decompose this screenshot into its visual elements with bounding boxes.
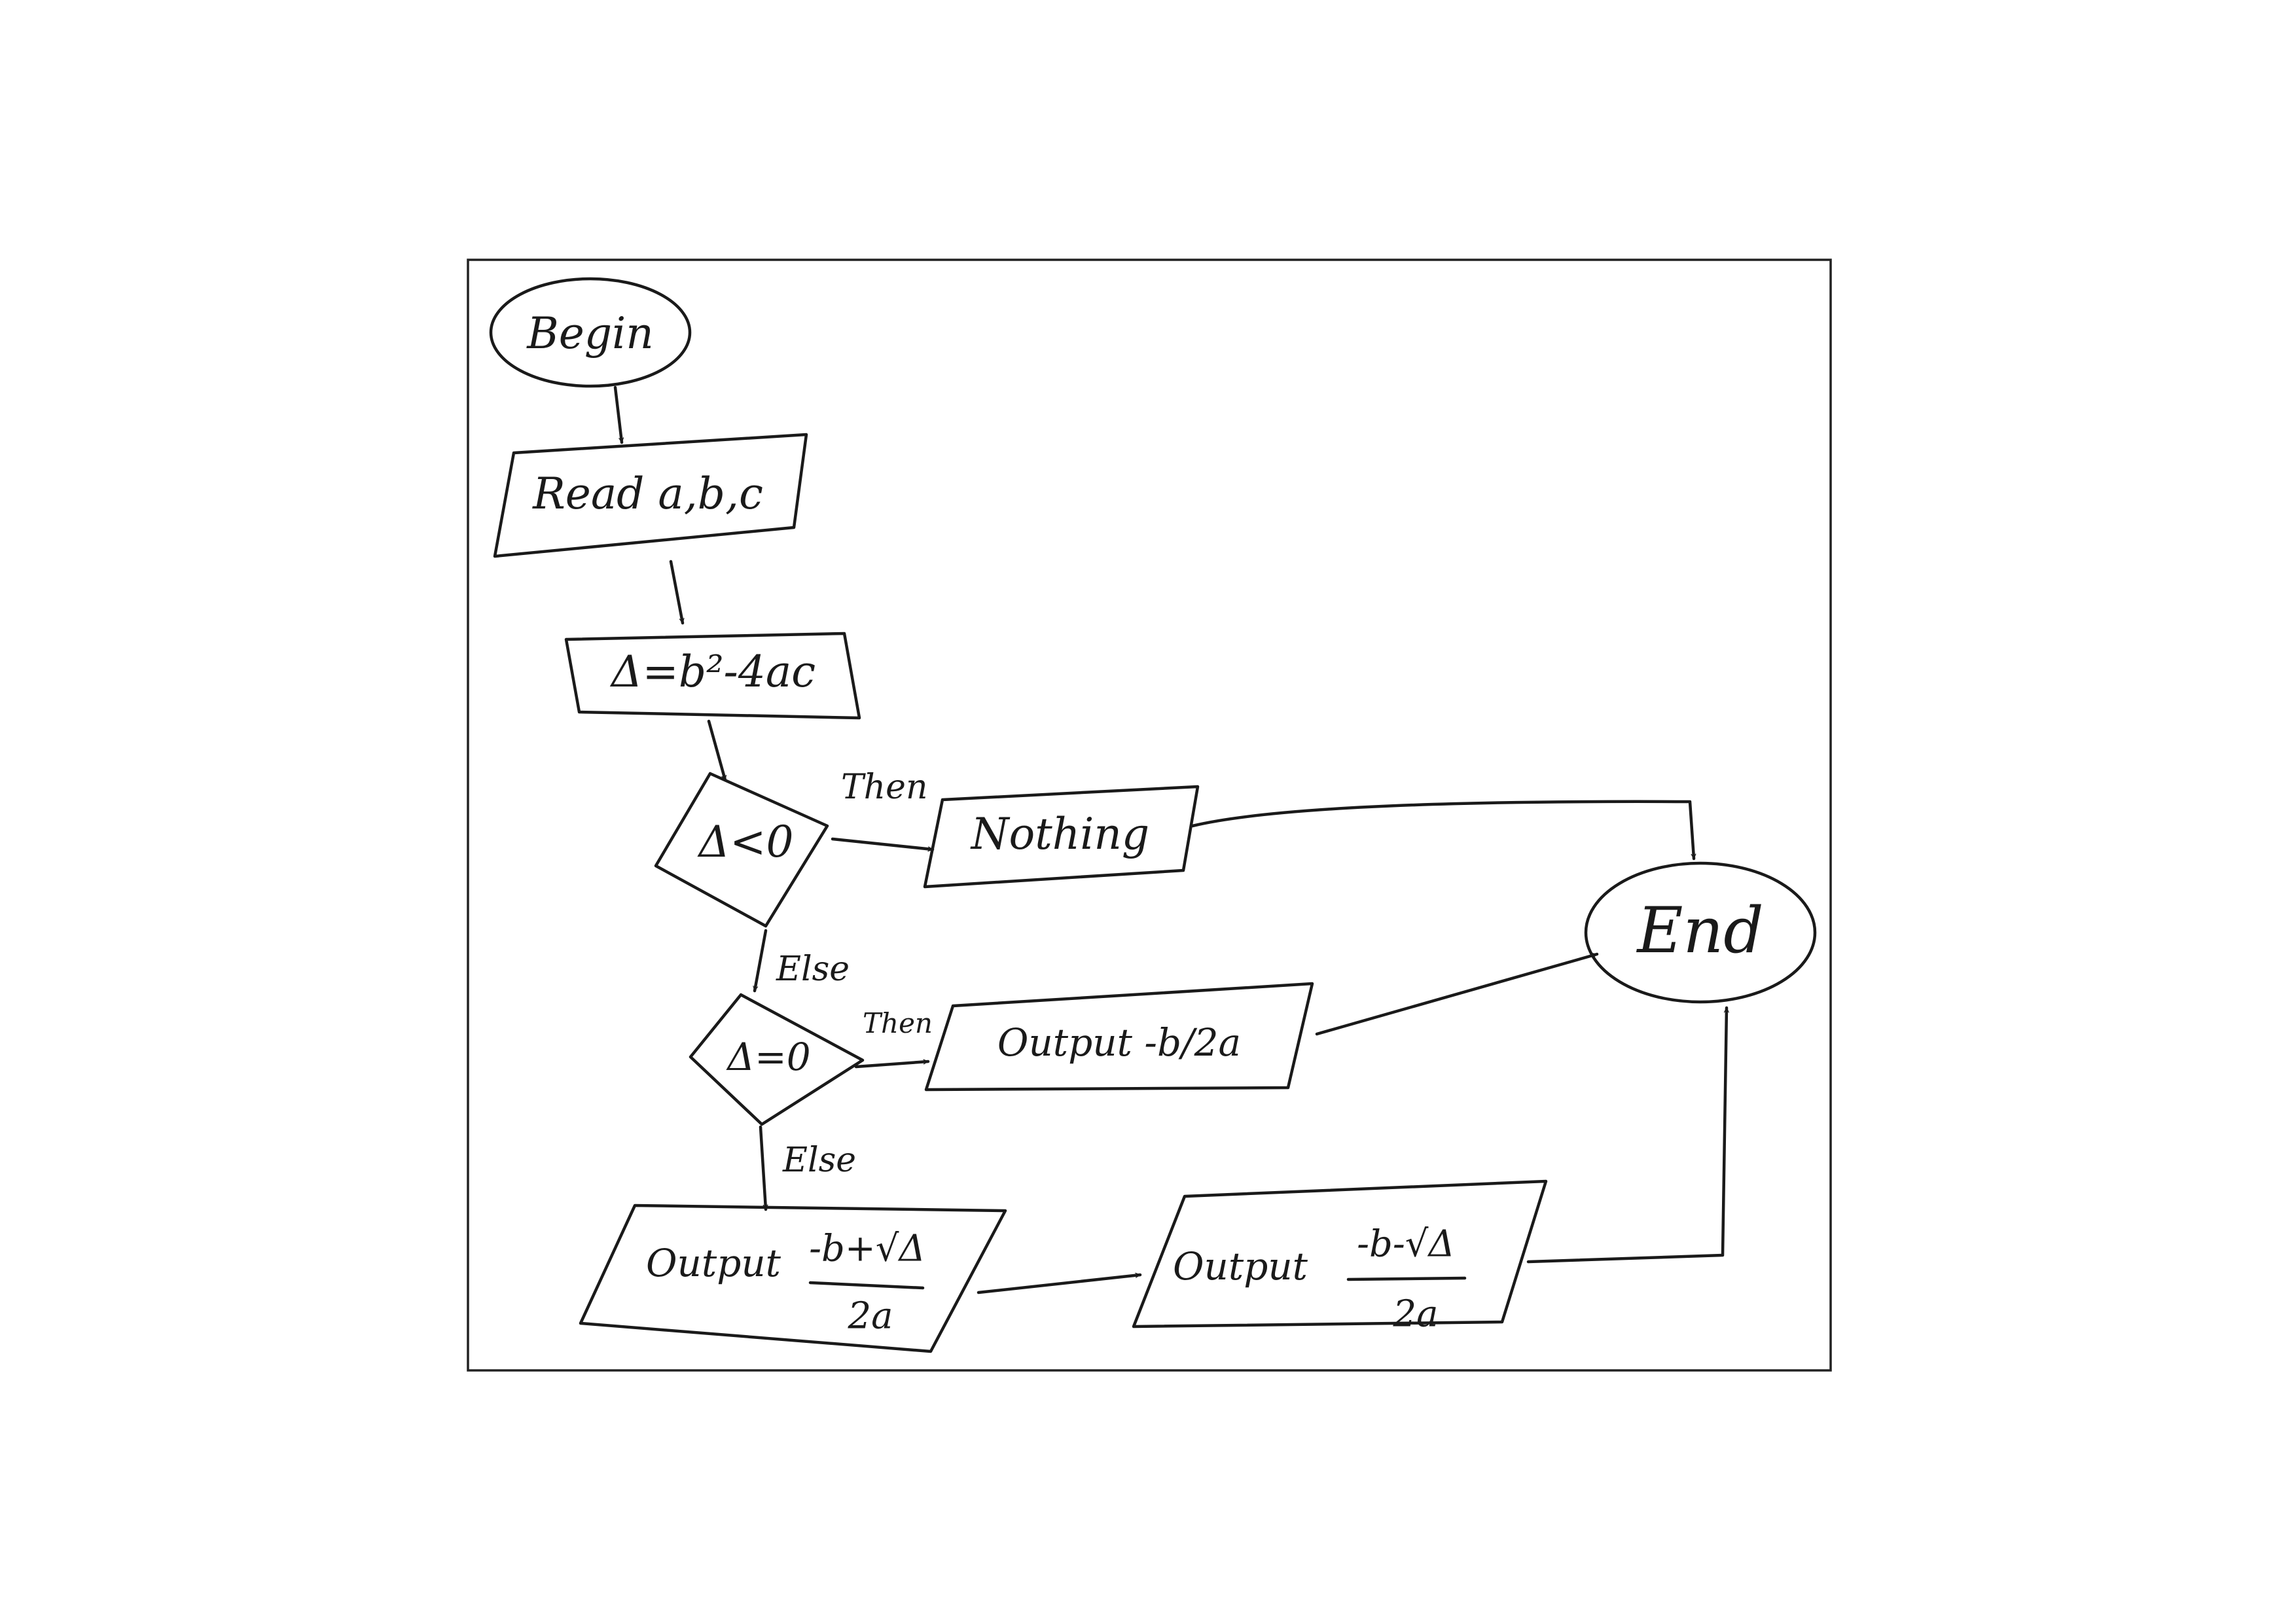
output-root-plus-denominator: 2a: [847, 1295, 893, 1338]
edge-label-else-zero: Else: [782, 1141, 856, 1180]
nothing-node: Nothing: [923, 785, 1200, 889]
output-root-minus-prefix: Output: [1173, 1244, 1308, 1289]
arrow-nothing-to-end: [1191, 800, 1694, 861]
decision-negative-node: Δ<0: [654, 772, 829, 928]
discriminant-label: Δ=b²-4ac: [609, 647, 816, 697]
nothing-label: Nothing: [970, 809, 1149, 859]
edge-label-then-zero: Then: [863, 1007, 933, 1039]
arrow-output-root-plus-to-root-minus: [977, 1275, 1142, 1294]
arrow-decision-zero-to-output-single: [854, 1061, 930, 1069]
nothing-shape: [923, 785, 1200, 889]
arrow-discriminant-to-decision-negative: [707, 719, 727, 782]
arrow-output-single-to-end: [1315, 952, 1599, 1036]
end-node: End: [1584, 861, 1817, 1004]
discriminant-shape: [564, 632, 861, 720]
output-root-minus-denominator: 2a: [1392, 1293, 1438, 1336]
output-root-plus-prefix: Output: [646, 1241, 781, 1285]
arrow-decision-zero-to-output-root-plus: [759, 1125, 766, 1211]
output-root-plus-shape: [579, 1204, 1007, 1353]
read-input-shape: [493, 433, 808, 558]
decision-zero-node: Δ=0: [689, 993, 865, 1126]
arrow-decision-negative-to-nothing: [831, 837, 935, 849]
output-single-root-label: Output -b/2a: [997, 1020, 1241, 1065]
end-label: End: [1636, 894, 1763, 967]
arrow-output-root-minus-to-end: [1526, 1006, 1727, 1264]
edge-label-else-negative: Else: [776, 950, 850, 989]
arrow-read-to-discriminant: [669, 560, 683, 625]
decision-negative-label: Δ<0: [697, 817, 794, 867]
arrow-decision-negative-to-decision-zero: [755, 929, 768, 993]
output-single-root-node: Output -b/2a: [924, 982, 1314, 1092]
output-root-plus-numerator: -b+√Δ: [809, 1228, 925, 1270]
output-root-minus-numerator: -b-√Δ: [1357, 1223, 1455, 1266]
decision-zero-shape: [689, 993, 865, 1126]
output-root-plus-node: Output -b+√Δ 2a: [579, 1204, 1007, 1353]
begin-ellipse: [489, 277, 692, 388]
end-ellipse: [1584, 861, 1817, 1004]
read-input-label: Read a,b,c: [532, 469, 763, 519]
output-single-root-shape: [924, 982, 1314, 1092]
decision-zero-label: Δ=0: [726, 1035, 810, 1079]
decision-negative-shape: [654, 772, 829, 928]
output-root-minus-node: Output -b-√Δ 2a: [1132, 1179, 1548, 1336]
discriminant-node: Δ=b²-4ac: [564, 632, 861, 720]
output-root-minus-fraction-bar: [1346, 1276, 1467, 1281]
diagram-frame: [467, 259, 1832, 1372]
begin-label: Begin: [526, 308, 653, 359]
read-input-node: Read a,b,c: [493, 433, 808, 558]
output-root-plus-fraction-bar: [808, 1281, 925, 1290]
output-root-minus-shape: [1132, 1179, 1548, 1329]
arrow-begin-to-read: [613, 385, 622, 444]
edge-label-then-negative: Then: [841, 768, 927, 807]
begin-node: Begin: [489, 277, 692, 388]
